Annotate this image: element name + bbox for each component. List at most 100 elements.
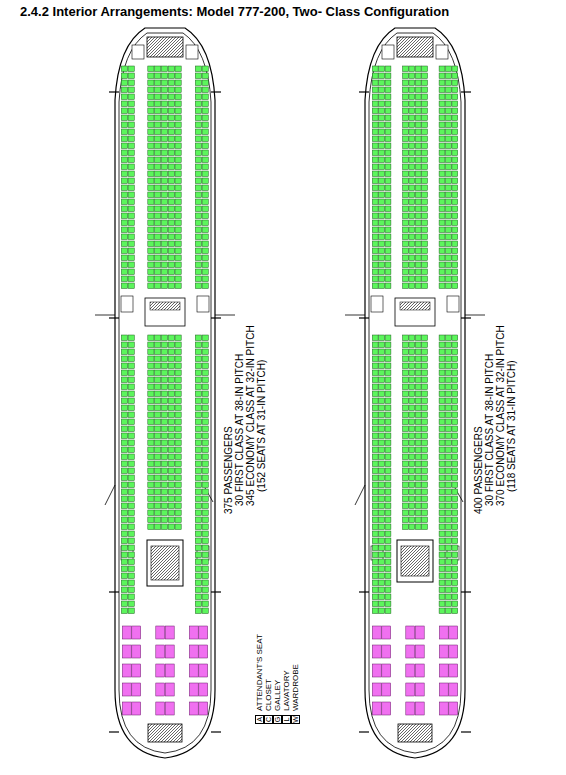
seat	[385, 594, 391, 600]
seat	[446, 335, 452, 341]
seat	[409, 412, 415, 418]
seat	[195, 349, 201, 355]
seat	[452, 335, 458, 341]
seat	[161, 489, 167, 495]
seat	[452, 129, 458, 135]
seat	[439, 468, 445, 474]
seat	[121, 342, 127, 348]
seat	[155, 398, 161, 404]
seat	[161, 73, 167, 79]
seat	[415, 482, 421, 488]
seat	[379, 241, 385, 247]
seat	[439, 234, 445, 240]
seat	[195, 489, 201, 495]
seat	[202, 122, 208, 128]
seat	[128, 108, 134, 114]
seat	[155, 384, 161, 390]
seat	[446, 101, 452, 107]
seat	[403, 454, 409, 460]
seat	[202, 356, 208, 362]
seat	[121, 398, 127, 404]
wing-marks	[345, 315, 485, 505]
seat	[175, 73, 181, 79]
seat	[439, 440, 445, 446]
seat	[161, 405, 167, 411]
seat	[385, 255, 391, 261]
fuselage-left	[95, 28, 235, 758]
seat	[195, 419, 201, 425]
seat	[168, 489, 174, 495]
seat	[128, 419, 134, 425]
seat	[439, 192, 445, 198]
seat	[422, 454, 428, 460]
seat	[175, 398, 181, 404]
seat	[121, 66, 127, 72]
legend-letter: G	[273, 715, 282, 724]
seat	[415, 412, 421, 418]
seat	[452, 587, 458, 593]
seat	[452, 164, 458, 170]
seat	[372, 269, 378, 275]
seat	[121, 391, 127, 397]
seat	[202, 419, 208, 425]
seat	[385, 122, 391, 128]
seat	[415, 475, 421, 481]
seat	[128, 552, 134, 558]
seat	[415, 503, 421, 509]
seat	[155, 503, 161, 509]
seat	[372, 73, 378, 79]
seat	[121, 496, 127, 502]
seat	[148, 164, 154, 170]
seat	[168, 391, 174, 397]
seat	[202, 580, 208, 586]
seat	[415, 356, 421, 362]
seat	[449, 626, 458, 639]
seat	[121, 192, 127, 198]
seat	[372, 531, 378, 537]
seat	[372, 645, 381, 658]
seat	[168, 206, 174, 212]
seat	[121, 468, 127, 474]
seat	[372, 552, 378, 558]
seat	[161, 398, 167, 404]
seat	[175, 192, 181, 198]
seat	[128, 566, 134, 572]
seat	[202, 101, 208, 107]
seat	[415, 489, 421, 495]
seat	[452, 608, 458, 614]
seat	[175, 356, 181, 362]
seat	[202, 475, 208, 481]
seat	[161, 248, 167, 254]
seat	[168, 384, 174, 390]
seat	[409, 178, 415, 184]
seat	[379, 269, 385, 275]
seat	[148, 178, 154, 184]
seat	[379, 517, 385, 523]
seat	[379, 545, 385, 551]
seat	[161, 468, 167, 474]
seat	[403, 276, 409, 282]
seat	[175, 122, 181, 128]
seat	[175, 248, 181, 254]
seat	[195, 608, 201, 614]
seat	[415, 370, 421, 376]
seat	[372, 80, 378, 86]
seat	[409, 80, 415, 86]
lavatory	[382, 45, 394, 59]
seat	[372, 220, 378, 226]
seat	[148, 248, 154, 254]
seat	[422, 335, 428, 341]
seat	[168, 377, 174, 383]
seat	[379, 524, 385, 530]
seat	[452, 454, 458, 460]
seat	[372, 626, 381, 639]
seat	[446, 370, 452, 376]
seat	[202, 150, 208, 156]
seat	[128, 384, 134, 390]
seat	[195, 524, 201, 530]
seat	[379, 143, 385, 149]
seat	[121, 545, 127, 551]
seat	[202, 276, 208, 282]
seat	[202, 129, 208, 135]
config-text: 370 ECONOMY CLASS AT 32-IN PITCH	[495, 325, 506, 514]
